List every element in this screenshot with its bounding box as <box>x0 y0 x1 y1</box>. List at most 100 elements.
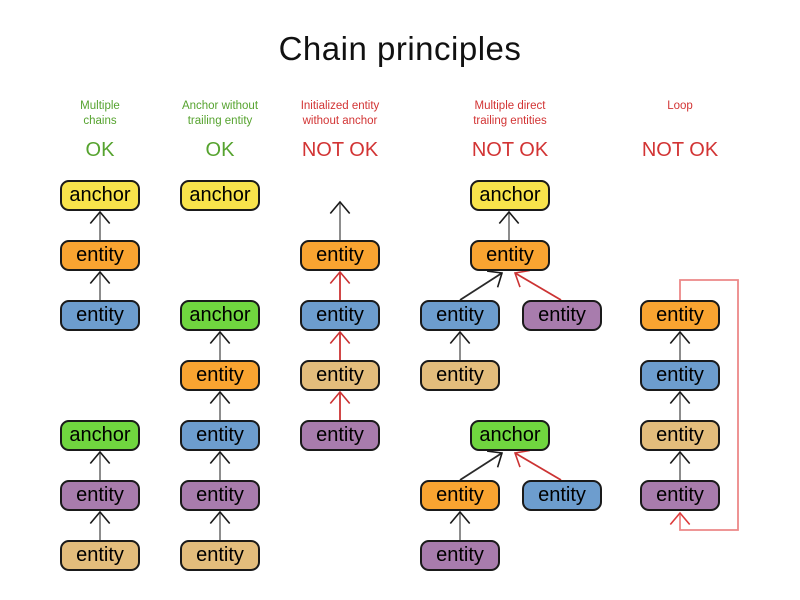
node-box-entity: entity <box>60 240 140 271</box>
column-header-multiple-chains: Multiple chains OK <box>20 99 180 162</box>
node-box-entity: entity <box>522 480 602 511</box>
node-box-entity: entity <box>60 540 140 571</box>
arrowhead-icon <box>89 510 111 525</box>
node-box-anchor: anchor <box>470 420 550 451</box>
arrowhead-icon <box>329 330 351 345</box>
column-header-multiple-direct-trailing-entities: Multiple direct trailing entities NOT OK <box>430 99 590 162</box>
node-box-entity: entity <box>470 240 550 271</box>
node-box-entity: entity <box>300 360 380 391</box>
node-box-entity: entity <box>180 360 260 391</box>
node-label: entity <box>76 244 124 266</box>
node-label: entity <box>196 484 244 506</box>
node-label: entity <box>436 364 484 386</box>
node-label: anchor <box>479 184 541 206</box>
arrowhead-icon <box>449 510 471 525</box>
node-box-entity: entity <box>522 300 602 331</box>
status-badge: OK <box>205 139 235 161</box>
column-label: Multiple direct trailing entities <box>473 100 547 127</box>
page-title: Chain principles <box>278 30 522 67</box>
node-label: entity <box>486 244 534 266</box>
arrowhead-icon <box>89 270 111 285</box>
node-label: entity <box>656 424 704 446</box>
arrowhead-icon <box>329 200 351 215</box>
node-box-entity: entity <box>300 240 380 271</box>
node-label: entity <box>316 364 364 386</box>
node-label: anchor <box>189 184 251 206</box>
arrowhead-icon <box>209 510 231 525</box>
node-label: anchor <box>479 424 541 446</box>
node-box-entity: entity <box>640 420 720 451</box>
node-label: entity <box>538 484 586 506</box>
node-label: entity <box>538 304 586 326</box>
column-header-initialized-entity-without-anchor: Initialized entity without anchor NOT OK <box>260 99 420 162</box>
node-label: entity <box>76 304 124 326</box>
column-label: Anchor without trailing entity <box>181 100 259 127</box>
node-box-entity: entity <box>300 420 380 451</box>
arrowhead-icon <box>209 450 231 465</box>
node-box-anchor: anchor <box>180 300 260 331</box>
arrowhead-icon <box>669 390 691 405</box>
node-label: entity <box>196 424 244 446</box>
node-box-entity: entity <box>180 480 260 511</box>
arrowhead-icon <box>89 450 111 465</box>
arrowhead-icon <box>209 330 231 345</box>
node-box-anchor: anchor <box>180 180 260 211</box>
node-box-entity: entity <box>60 300 140 331</box>
arrow-line <box>459 452 503 481</box>
node-box-anchor: anchor <box>470 180 550 211</box>
node-label: entity <box>436 484 484 506</box>
node-label: anchor <box>69 424 131 446</box>
arrowhead-icon <box>329 270 351 285</box>
arrowhead-icon <box>329 390 351 405</box>
arrowhead-icon <box>669 511 691 526</box>
node-box-entity: entity <box>180 420 260 451</box>
node-box-entity: entity <box>420 540 500 571</box>
node-label: entity <box>656 364 704 386</box>
node-label: entity <box>316 244 364 266</box>
column-label: Initialized entity without anchor <box>300 100 380 127</box>
arrowhead-icon <box>89 210 111 225</box>
node-box-entity: entity <box>60 480 140 511</box>
arrowhead-icon <box>498 210 520 225</box>
column-label: Multiple chains <box>80 100 120 127</box>
column-header-anchor-without-trailing-entity: Anchor without trailing entity OK <box>140 99 300 162</box>
arrow-line <box>514 272 562 301</box>
node-box-anchor: anchor <box>60 180 140 211</box>
node-label: entity <box>196 544 244 566</box>
column-label: Loop <box>667 100 693 112</box>
status-badge: NOT OK <box>641 139 719 161</box>
loop-arrow-line <box>679 279 739 531</box>
node-box-entity: entity <box>420 480 500 511</box>
arrowhead-icon <box>513 449 530 468</box>
node-label: entity <box>76 544 124 566</box>
node-label: entity <box>436 304 484 326</box>
node-label: entity <box>656 304 704 326</box>
node-label: anchor <box>189 304 251 326</box>
arrowhead-icon <box>669 330 691 345</box>
arrowhead-icon <box>209 390 231 405</box>
arrowhead-icon <box>486 270 504 288</box>
node-box-entity: entity <box>640 360 720 391</box>
column-header-loop: Loop NOT OK <box>600 99 760 162</box>
status-badge: NOT OK <box>301 139 379 161</box>
arrow-line <box>514 452 562 481</box>
arrowhead-icon <box>669 450 691 465</box>
node-box-entity: entity <box>300 300 380 331</box>
node-label: anchor <box>69 184 131 206</box>
arrowhead-icon <box>449 330 471 345</box>
node-label: entity <box>316 304 364 326</box>
status-badge: NOT OK <box>471 139 549 161</box>
node-label: entity <box>76 484 124 506</box>
node-box-entity: entity <box>640 480 720 511</box>
node-box-entity: entity <box>420 300 500 331</box>
arrowhead-icon <box>486 450 504 468</box>
arrow-line <box>459 272 503 301</box>
node-label: entity <box>316 424 364 446</box>
node-box-entity: entity <box>180 540 260 571</box>
arrowhead-icon <box>513 269 530 288</box>
status-badge: OK <box>85 139 115 161</box>
node-box-entity: entity <box>420 360 500 391</box>
node-label: entity <box>436 544 484 566</box>
